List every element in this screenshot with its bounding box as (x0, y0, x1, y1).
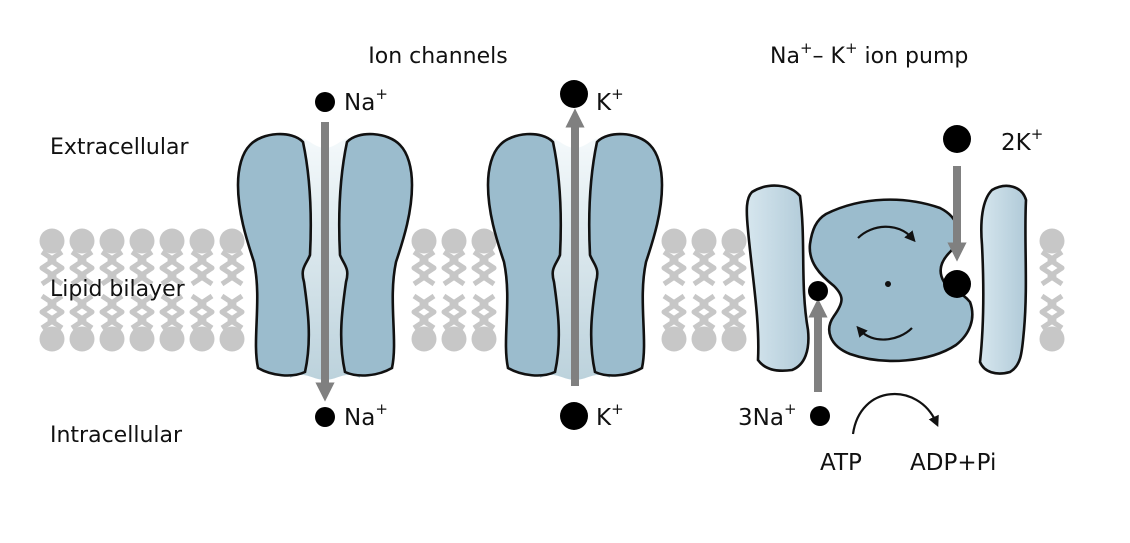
k-ion-intracellular (560, 402, 588, 430)
na-k-pump (745, 166, 1028, 435)
lipid-tail-outer (47, 249, 65, 287)
pump-heading: Na+– K+ ion pump (770, 39, 968, 69)
lipid-tail-outer (167, 249, 185, 287)
atp-label: ATP (820, 450, 862, 476)
pump-center-dot (885, 281, 891, 287)
lipid-head-outer (411, 228, 437, 254)
lipid-tail-inner (77, 293, 95, 331)
na-channel-right-subunit (337, 132, 414, 377)
lipid-tail-inner (479, 293, 497, 331)
k-ion-extracellular (560, 80, 588, 108)
pump-right-subunit (978, 184, 1028, 375)
extracellular-label: Extracellular (50, 135, 189, 160)
lipid-head-inner (411, 326, 437, 352)
na-ion-extracellular (315, 92, 335, 112)
lipid-head-outer (189, 228, 215, 254)
lipid-head-inner (471, 326, 497, 352)
pump-2k-label: 2K+ (1001, 125, 1043, 156)
lipid-head-inner (129, 326, 155, 352)
lipid-tail-inner (47, 293, 65, 331)
lipid-tail-outer (479, 249, 497, 287)
lipid-bilayer (39, 228, 1065, 352)
lipid-head-outer (99, 228, 125, 254)
lipid-tail-outer (197, 249, 215, 287)
lipid-head-inner (721, 326, 747, 352)
lipid-head-outer (159, 228, 185, 254)
lipid-head-outer (219, 228, 245, 254)
na-ion-intracellular (315, 407, 335, 427)
lipid-tail-outer (729, 249, 747, 287)
lipid-tail-outer (227, 249, 245, 287)
pump-na-ion-intracellular (810, 406, 830, 426)
lipid-head-outer (39, 228, 65, 254)
k-ion-bottom-label: K+ (596, 400, 624, 431)
lipid-head-inner (1039, 326, 1065, 352)
pump-na-ion-bound (808, 281, 828, 301)
pump-rotation-arrow-bottom-icon (856, 325, 913, 341)
k-ion-channel (486, 108, 664, 386)
lipid-head-inner (691, 326, 717, 352)
lipid-head-outer (661, 228, 687, 254)
lipid-tail-outer (419, 249, 437, 287)
pump-rotation-arrow-top-icon (857, 225, 916, 243)
lipid-tail-outer (669, 249, 687, 287)
lipid-bilayer-label: Lipid bilayer (50, 277, 186, 302)
lipid-tail-outer (137, 249, 155, 287)
lipid-tail-inner (729, 293, 747, 331)
pump-left-subunit (745, 184, 810, 372)
lipid-head-inner (189, 326, 215, 352)
na-ion-top-label: Na+ (344, 85, 388, 116)
lipid-head-outer (129, 228, 155, 254)
lipid-head-inner (661, 326, 687, 352)
ion-channels-heading: Ion channels (368, 44, 507, 69)
lipid-head-inner (219, 326, 245, 352)
lipid-tail-inner (197, 293, 215, 331)
ions (315, 80, 971, 430)
lipid-tail-inner (449, 293, 467, 331)
na-ion-bottom-label: Na+ (344, 400, 388, 431)
lipid-head-outer (691, 228, 717, 254)
pump-k-ion-bound (943, 270, 971, 298)
lipid-head-outer (471, 228, 497, 254)
na-ion-channel (236, 122, 414, 402)
k-ion-top-label: K+ (596, 85, 624, 116)
lipid-head-inner (39, 326, 65, 352)
lipid-head-outer (69, 228, 95, 254)
lipid-tail-inner (699, 293, 717, 331)
lipid-tail-inner (167, 293, 185, 331)
lipid-tail-inner (669, 293, 687, 331)
lipid-head-inner (69, 326, 95, 352)
lipid-head-outer (721, 228, 747, 254)
pump-3na-label: 3Na+ (738, 400, 797, 431)
lipid-head-inner (99, 326, 125, 352)
atp-hydrolysis-arrow-icon (851, 392, 939, 435)
lipid-head-inner (159, 326, 185, 352)
lipid-tail-outer (699, 249, 717, 287)
lipid-tail-outer (449, 249, 467, 287)
intracellular-label: Intracellular (50, 423, 183, 448)
na-channel-left-subunit (236, 132, 313, 377)
lipid-tail-inner (227, 293, 245, 331)
k-channel-left-subunit (486, 132, 563, 377)
lipid-tail-outer (77, 249, 95, 287)
adp-pi-label: ADP+Pi (910, 450, 996, 476)
lipid-tail-inner (137, 293, 155, 331)
k-channel-right-subunit (587, 132, 664, 377)
lipid-tail-inner (1047, 293, 1065, 331)
lipid-head-outer (1039, 228, 1065, 254)
lipid-tail-inner (419, 293, 437, 331)
pump-k-ion-extracellular (943, 125, 971, 153)
lipid-tail-inner (107, 293, 125, 331)
lipid-tail-outer (107, 249, 125, 287)
lipid-head-outer (441, 228, 467, 254)
lipid-tail-outer (1047, 249, 1065, 287)
lipid-head-inner (441, 326, 467, 352)
